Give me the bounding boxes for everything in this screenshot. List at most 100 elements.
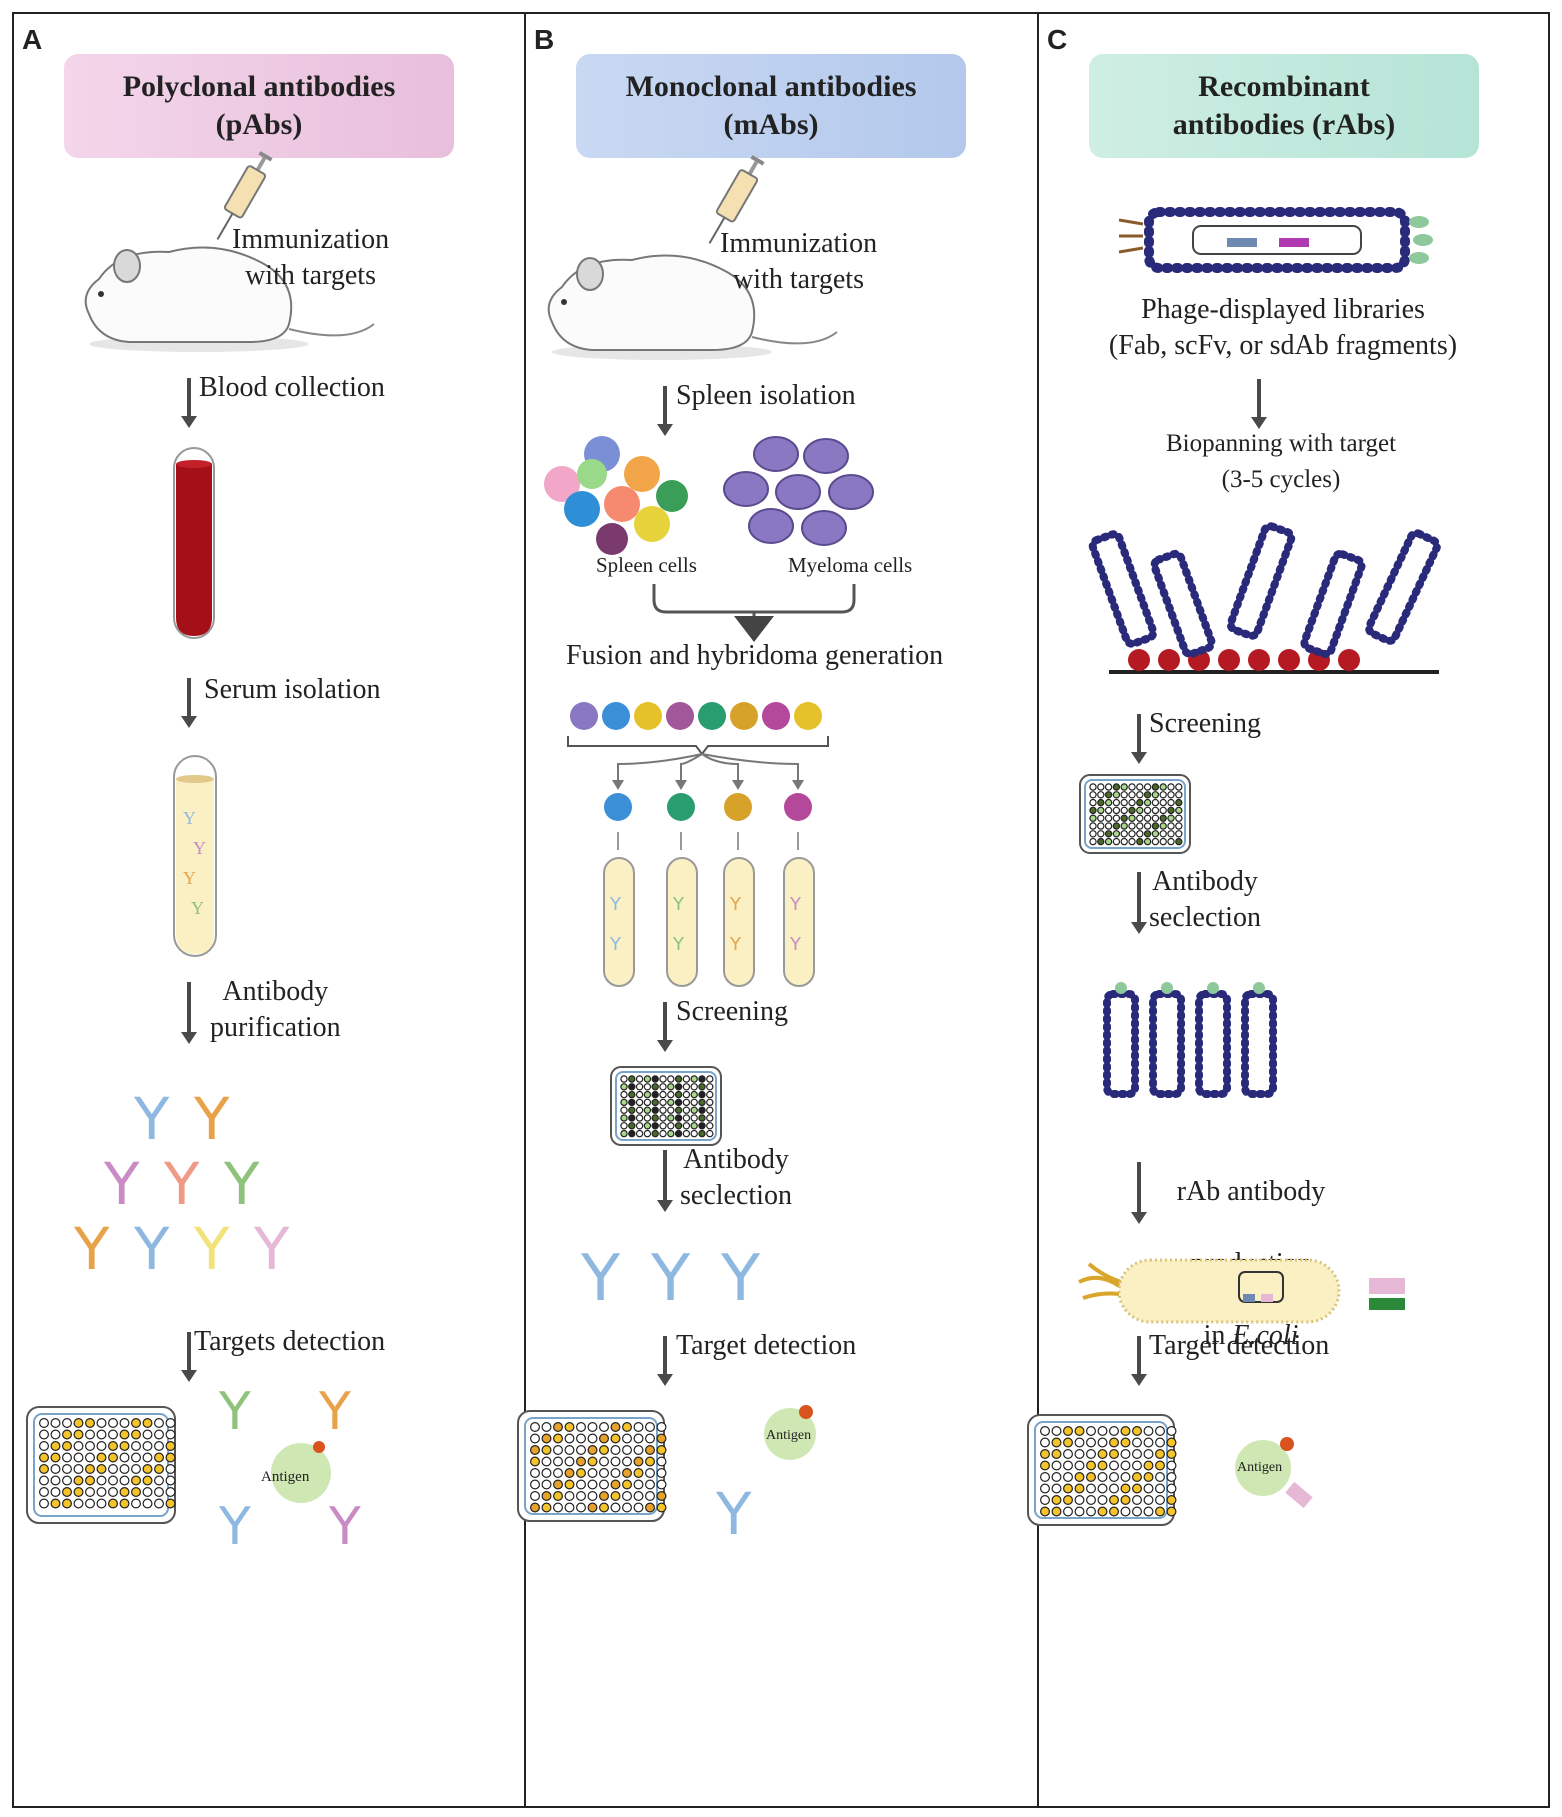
- well: [1085, 1483, 1096, 1494]
- well: [1097, 1448, 1108, 1459]
- well: [1120, 783, 1128, 791]
- well: [1159, 791, 1167, 799]
- well: [659, 1075, 667, 1083]
- well: [84, 1429, 95, 1440]
- well: [1062, 1426, 1073, 1437]
- well: [643, 1098, 652, 1107]
- antigen-label: Antigen: [1237, 1460, 1283, 1475]
- well: [643, 1129, 652, 1138]
- well: [690, 1114, 698, 1122]
- well: [130, 1452, 141, 1463]
- well: [130, 1475, 141, 1486]
- well: [682, 1098, 691, 1107]
- well: [1062, 1448, 1073, 1459]
- well: [1089, 806, 1097, 815]
- well: [1159, 814, 1167, 822]
- well: [643, 1122, 652, 1130]
- well: [674, 1075, 683, 1083]
- well-plate-icon: [26, 1406, 176, 1524]
- well: [73, 1486, 84, 1497]
- well: [1104, 830, 1113, 838]
- svg-text:Y: Y: [789, 934, 802, 955]
- well: [1062, 1471, 1073, 1482]
- well: [96, 1429, 107, 1440]
- hybridoma-row-icon: [567, 702, 829, 821]
- well: [130, 1486, 141, 1497]
- well: [633, 1456, 644, 1467]
- well: [575, 1490, 586, 1501]
- well: [1108, 1483, 1119, 1494]
- well: [667, 1090, 675, 1099]
- svg-text:Y: Y: [328, 1497, 361, 1557]
- down-arrow: [181, 378, 197, 428]
- well: [1167, 837, 1175, 846]
- well: [698, 1122, 706, 1130]
- well: [1159, 806, 1167, 815]
- panel-monoclonal: B Monoclonal antibodies (mAbs) Immunizat…: [517, 12, 1039, 1808]
- down-arrow: [1131, 1162, 1147, 1224]
- well: [1155, 1494, 1166, 1505]
- well: [587, 1422, 598, 1433]
- panel-label: C: [1047, 24, 1068, 55]
- well: [1089, 798, 1097, 807]
- well: [633, 1479, 644, 1490]
- well: [165, 1440, 176, 1451]
- target-detection-label: Target detection: [1149, 1330, 1330, 1361]
- well: [1143, 806, 1152, 815]
- well: [690, 1098, 698, 1107]
- antigen-label: Antigen: [261, 1469, 310, 1485]
- well: [541, 1456, 552, 1467]
- well: [39, 1486, 50, 1497]
- well: [1166, 1437, 1177, 1448]
- well: [667, 1114, 675, 1122]
- detection-plate-icon: [517, 1410, 667, 1522]
- svg-text:Y: Y: [218, 1382, 251, 1442]
- well: [1051, 1426, 1062, 1437]
- well: [656, 1422, 667, 1433]
- svg-text:Y: Y: [729, 934, 742, 955]
- well: [1175, 798, 1183, 807]
- well: [1128, 837, 1136, 846]
- well: [541, 1433, 552, 1444]
- well: [645, 1444, 656, 1455]
- well: [130, 1463, 141, 1474]
- well: [1167, 791, 1175, 799]
- well: [656, 1479, 667, 1490]
- antibody-selection-label: Antibody seclection: [1149, 866, 1261, 933]
- well: [1108, 1494, 1119, 1505]
- well: [633, 1433, 644, 1444]
- down-arrow: [657, 1150, 673, 1212]
- antibody-cluster-icon: Y Y Y Y Y Y Y Y Y: [73, 1085, 290, 1283]
- well: [1062, 1494, 1073, 1505]
- well: [119, 1486, 130, 1497]
- well: [1108, 1448, 1119, 1459]
- well: [1120, 830, 1128, 838]
- well: [674, 1090, 683, 1099]
- production-line-1: rAb antibody: [1176, 1176, 1326, 1207]
- screening-label: Screening: [1149, 708, 1261, 739]
- well: [1166, 1471, 1177, 1482]
- well: [628, 1098, 636, 1107]
- well: [1143, 1426, 1154, 1437]
- well: [621, 1444, 632, 1455]
- well: [659, 1106, 667, 1114]
- blood-collection-label: Blood collection: [199, 372, 385, 403]
- blood-tube-icon: [173, 447, 215, 639]
- well: [1136, 791, 1144, 799]
- phage-libraries-label: Phage-displayed libraries (Fab, scFv, or…: [1108, 294, 1458, 361]
- well: [1120, 1460, 1131, 1471]
- serum-isolation-label: Serum isolation: [204, 674, 381, 705]
- production-organism: E.coli: [1232, 1320, 1299, 1351]
- well: [96, 1418, 107, 1429]
- well: [587, 1502, 598, 1513]
- screening-plate-icon: [610, 1066, 722, 1146]
- well: [96, 1475, 107, 1486]
- well: [698, 1114, 706, 1122]
- well: [1136, 806, 1144, 815]
- well: [682, 1122, 691, 1130]
- well: [96, 1452, 107, 1463]
- well: [667, 1083, 675, 1091]
- well: [645, 1422, 656, 1433]
- spleen-cells-icon: [544, 436, 688, 555]
